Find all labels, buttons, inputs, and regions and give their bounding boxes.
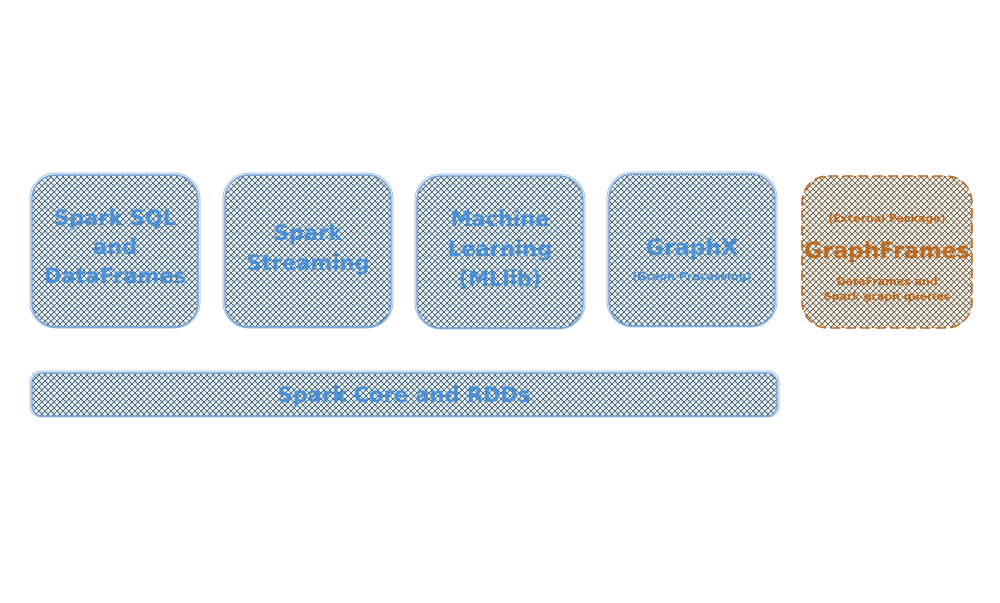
core-label: Spark Core and RDDs [278,383,531,407]
component-label-line: Streaming [247,251,370,275]
component-spark-streaming: Spark Streaming [222,172,394,329]
component-label-line: and [93,235,137,259]
component-box [224,174,392,328]
component-box-outline [29,172,201,329]
external-title: GraphFrames [804,239,969,264]
component-box-outline [606,171,778,328]
component-box-outline [222,172,394,329]
component-label-line: DataFrames [44,264,186,288]
component-label-line: GraphX [646,236,738,261]
component-label-line: Spark SQL [54,206,176,230]
external-description-line: DataFrames and [836,275,937,288]
component-label-line: Learning [448,237,552,261]
component-box [608,173,776,327]
core-bar-outline [29,370,780,418]
component-subtitle: (Graph Processing) [632,270,751,283]
component-label-line: (MLlib) [459,267,542,291]
component-spark-sql: Spark SQL and DataFrames [29,172,201,329]
component-graphx: GraphX (Graph Processing) [606,171,778,328]
spark-core-layer: Spark Core and RDDs [29,370,780,418]
component-machine-learning: Machine Learning (MLlib) [414,173,586,330]
component-label-line: Spark [274,221,344,245]
external-package-graphframes: (External Package) GraphFrames DataFrame… [801,175,973,329]
component-box [31,174,199,328]
external-tag: (External Package) [828,212,945,225]
component-box [416,175,584,329]
component-box-outline [414,173,586,330]
external-description-line: Spark graph queries [824,290,951,303]
external-box [801,175,973,329]
core-bar [31,372,778,417]
component-label-line: Machine [451,207,550,231]
